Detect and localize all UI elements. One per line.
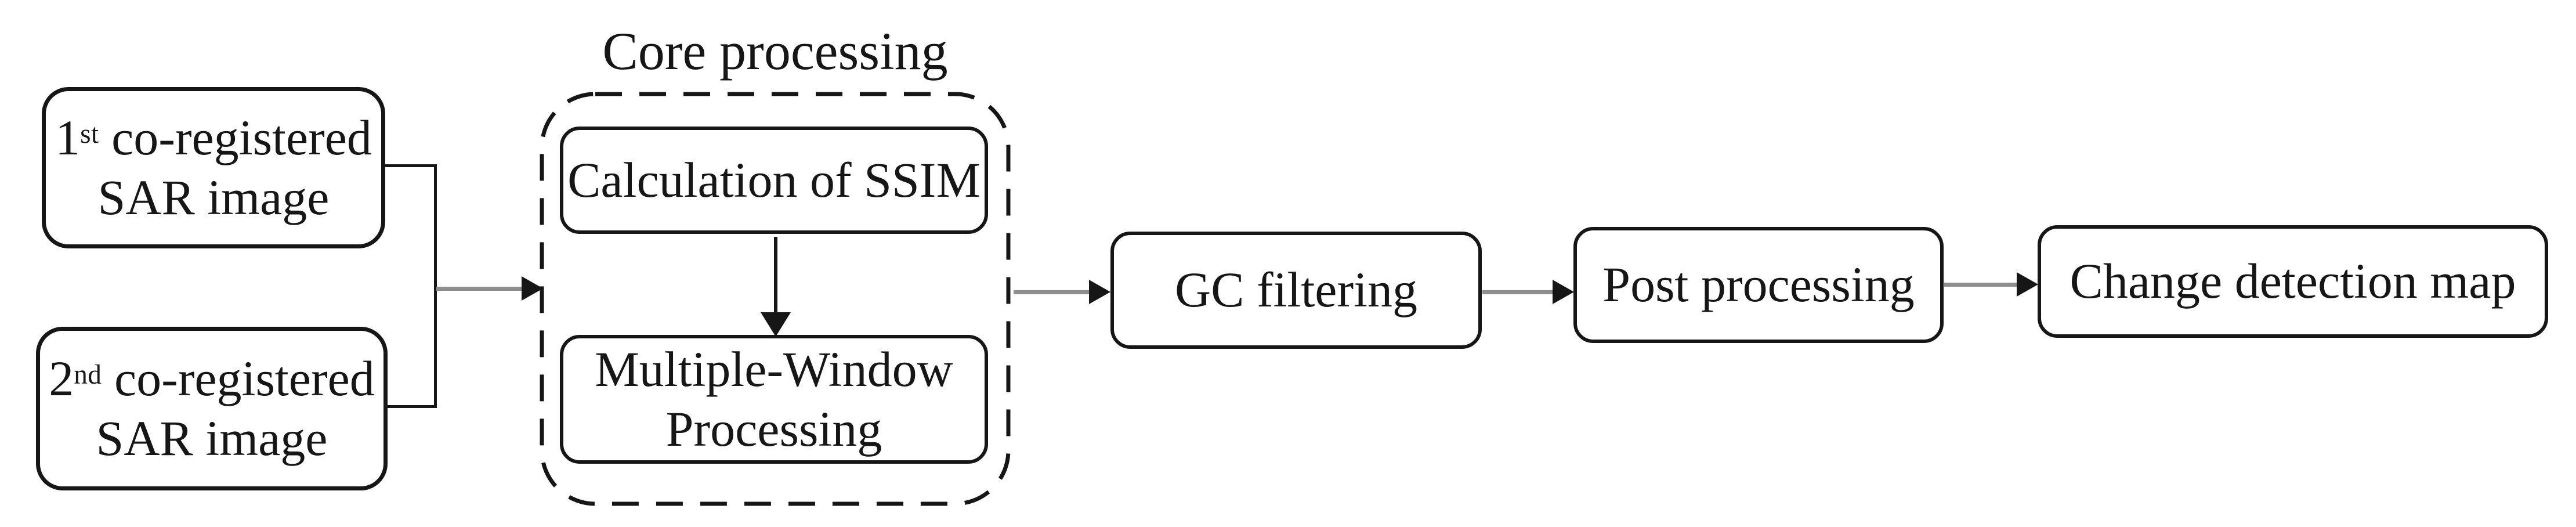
arrowhead-post-to-cdm [2017,272,2038,297]
wire-input1-to-merge [384,164,437,167]
arrow-shaft-ssim-to-mw [774,237,777,313]
flow-node-change-detection-map: Change detection map [2038,225,2548,338]
ordinal-suffix: st [80,118,99,149]
core-processing-title: Core processing [602,21,948,81]
arrowhead-inputs-to-core [522,276,543,301]
ordinal-number: 1 [55,109,81,165]
wire-merge-vertical [434,164,437,408]
arrow-shaft-inputs-to-core [436,287,523,291]
node-label-line2: SAR image [97,169,330,225]
node-label: Post processing [1602,257,1915,313]
node-label-line1: 1st co-registered [55,108,372,168]
arrowhead-ssim-to-mw [761,312,791,337]
ordinal-number: 2 [49,350,74,406]
arrow-shaft-core-to-gc [1014,290,1090,294]
flow-node-calculation-of-ssim: Calculation of SSIM [560,127,988,234]
node-label-line2: SAR image [96,410,328,466]
node-label: GC filtering [1175,262,1417,318]
label-text: co-registered [102,350,375,406]
node-label-line1: 2nd co-registered [49,349,375,409]
arrowhead-gc-to-post [1553,280,1574,304]
flow-node-gc-filtering: GC filtering [1110,232,1482,349]
node-label-line2: Processing [665,401,882,457]
arrow-shaft-post-to-cdm [1944,283,2018,287]
flow-node-multiple-window-processing: Multiple-Window Processing [560,335,988,464]
wire-input2-to-merge [386,405,437,408]
arrow-shaft-gc-to-post [1482,290,1554,294]
flow-node-second-sar-image: 2nd co-registered SAR image [36,327,388,490]
arrowhead-core-to-gc [1089,280,1110,304]
node-label: Calculation of SSIM [567,151,981,208]
node-label: Change detection map [2070,253,2516,309]
node-label-line1: Multiple-Window [595,341,953,397]
label-text: co-registered [99,109,372,165]
flow-node-post-processing: Post processing [1573,227,1944,343]
flow-node-first-sar-image: 1st co-registered SAR image [42,87,385,248]
ordinal-suffix: nd [74,359,102,390]
